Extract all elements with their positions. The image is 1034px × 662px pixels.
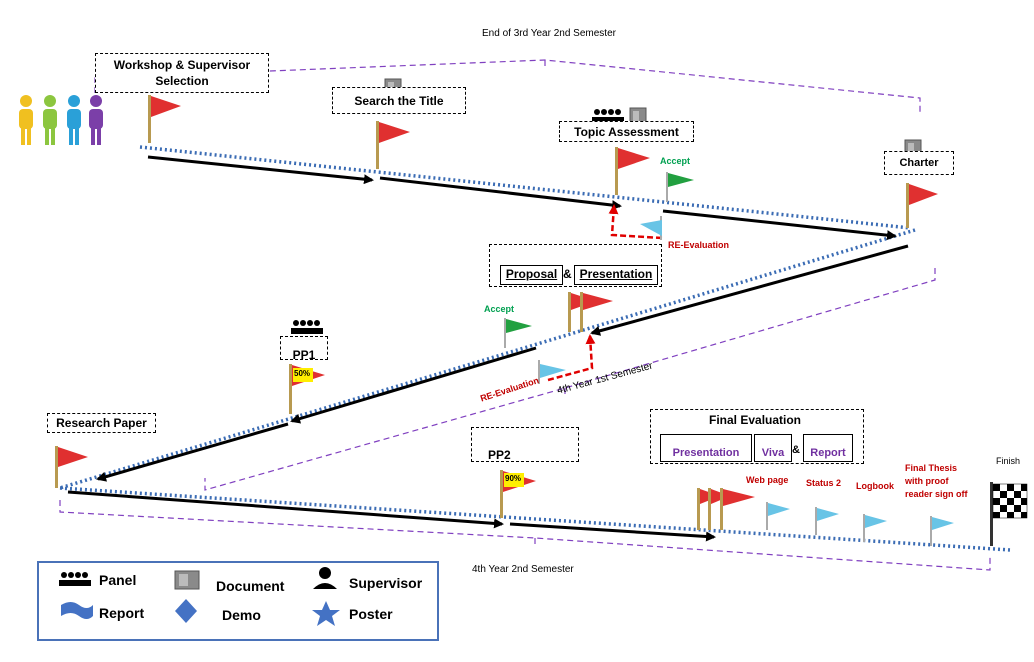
final-report-label: Report: [803, 434, 853, 462]
pp2-box: PP2: [471, 427, 579, 462]
legend-poster-icon: [312, 601, 340, 626]
final-viva-label: Viva: [754, 434, 792, 462]
panel-icon: [592, 109, 624, 123]
re-evaluation-arrows: [547, 204, 663, 382]
charter-box: Charter: [884, 151, 954, 175]
blue-flag-icon: [538, 360, 566, 384]
pp2-progress: 90%: [505, 474, 522, 483]
pp1-box: PP1: [280, 336, 328, 362]
accept-label-1: Accept: [660, 156, 691, 166]
pp2-label: PP2: [488, 448, 511, 462]
progress-arrows: [67, 155, 909, 542]
proposal-presentation-box: Proposal & Presentation: [489, 244, 662, 287]
legend-panel-icon: [59, 572, 91, 586]
red-flag-icon: [500, 470, 536, 518]
semester-label-end-3rd: End of 3rd Year 2nd Semester: [482, 28, 616, 39]
red-flag-icon: [906, 183, 938, 228]
workshop-box: Workshop & Supervisor Selection: [95, 53, 269, 93]
final-presentation-label: Presentation: [660, 434, 752, 462]
legend-supervisor-label: Supervisor: [349, 575, 423, 591]
legend-report-icon: [61, 602, 93, 619]
green-flag-icon: [666, 172, 694, 202]
semester-brace-3: [59, 500, 991, 571]
legend-poster-label: Poster: [349, 606, 393, 622]
red-flag-icon: [55, 446, 88, 488]
red-flag-icon: [148, 95, 181, 143]
finish-flag-icon: [990, 482, 1028, 546]
red-flag-icon: [615, 147, 650, 195]
red-flag-icon: [289, 364, 325, 414]
finish-label: Finish: [996, 456, 1021, 466]
blue-flag-icon: [815, 507, 839, 535]
topic-assessment-box: Topic Assessment: [559, 121, 694, 142]
legend-report-label: Report: [99, 605, 145, 621]
logbook-label: Logbook: [856, 481, 894, 491]
semester-label-4th-2nd: 4th Year 2nd Semester: [472, 564, 574, 575]
blue-flag-icon: [930, 516, 954, 546]
final-thesis-label: Final Thesis with proof reader sign off: [905, 463, 968, 499]
research-paper-box: Research Paper: [47, 413, 156, 433]
final-evaluation-title: Final Evaluation: [709, 413, 802, 427]
search-title-box: Search the Title: [332, 87, 466, 114]
final-ampersand: &: [792, 444, 800, 456]
dotted-track: [59, 145, 1011, 552]
people-icon: [19, 95, 103, 145]
blue-flag-icon: [766, 502, 790, 530]
legend-document-label: Document: [216, 578, 285, 594]
legend-document-icon: [174, 570, 200, 590]
red-flag-icon: [580, 292, 613, 332]
status2-label: Status 2: [806, 478, 842, 488]
blue-flag-icon: [640, 216, 662, 240]
reevaluation-label-1: RE-Evaluation: [668, 240, 730, 250]
blue-flag-icon: [863, 514, 887, 542]
red-flag-icon: [720, 488, 755, 530]
legend-panel-label: Panel: [99, 572, 137, 588]
proposal-label: Proposal: [500, 265, 563, 285]
presentation-label: Presentation: [574, 265, 658, 285]
ampersand: &: [563, 267, 572, 281]
legend-demo-icon: [175, 599, 197, 623]
semester-brace-2: [204, 268, 936, 491]
accept-label-2: Accept: [484, 304, 515, 314]
pp1-progress: 50%: [294, 369, 311, 378]
red-flag-icon: [376, 121, 410, 169]
panel-icon: [291, 320, 323, 334]
legend: Panel Report Document Demo Supervisor Po…: [37, 561, 439, 641]
legend-supervisor-icon: [313, 567, 337, 589]
webpage-label: Web page: [746, 475, 789, 485]
green-flag-icon: [504, 318, 532, 348]
final-evaluation-box: Final Evaluation Presentation Viva & Rep…: [650, 409, 864, 464]
legend-demo-label: Demo: [222, 607, 261, 623]
